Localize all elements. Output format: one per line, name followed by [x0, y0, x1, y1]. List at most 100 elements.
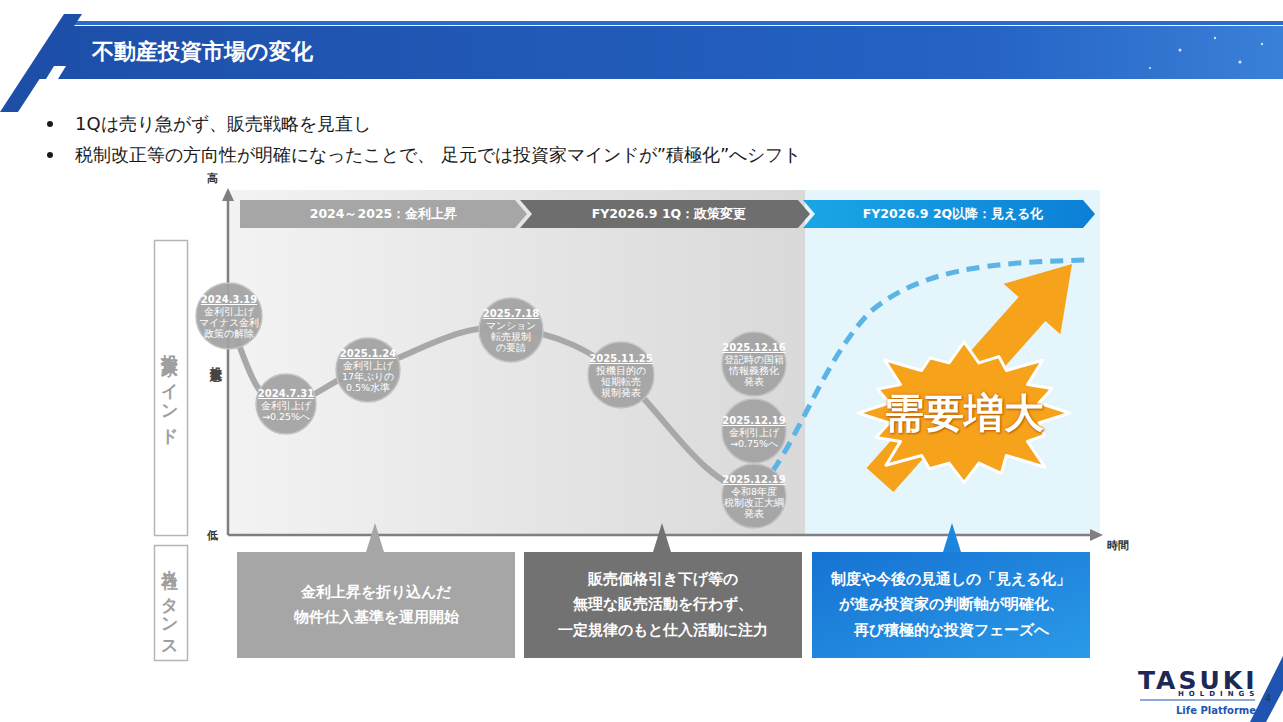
node-content: 投資家マインド	[154, 240, 188, 536]
node-content: 制度や今後の見通しの「見える化」 が進み投資家の判断軸が明確化、 再び積極的な投…	[812, 552, 1090, 658]
circle-shape	[479, 298, 543, 362]
node-content: 2024.3.19金利引上げ マイナス金利 政策の解除	[195, 282, 263, 350]
sparkle	[1214, 37, 1216, 39]
phase-chevron: FY2026.9 2Q以降：見える化	[803, 200, 1095, 228]
axis-label: 投資意欲	[207, 357, 224, 361]
bullet-text: 税制改正等の方向性が明確になったことで、 足元では投資家マインドが”積極化”へシ…	[75, 143, 801, 167]
node-content: 2024～2025：金利上昇	[240, 200, 527, 228]
phase-chevron: FY2026.9 1Q：政策変更	[520, 200, 810, 228]
pointer-triangle	[943, 523, 961, 552]
box-fill	[237, 552, 515, 658]
axis-label: 高	[207, 172, 218, 186]
node-content: 金利上昇を折り込んだ 物件仕入基準を運用開始	[237, 552, 515, 658]
event-circle: 2025.12.19令和8年度 税制改正大綱 発表	[721, 463, 787, 529]
event-text: 登記時の国籍 情報義務化 発表	[723, 354, 785, 387]
tagline: Life Platformer	[1176, 705, 1261, 717]
event-circle: 2025.12.19金利引上げ →0.75%へ	[721, 398, 787, 464]
trend-curve	[229, 315, 754, 494]
node-content: FY2026.9 2Q以降：見える化	[803, 200, 1095, 228]
chevron-shape	[240, 200, 527, 228]
sparkle	[1238, 60, 1241, 63]
event-circle: 2024.7.31金利引上げ →0.25%へ	[255, 373, 317, 435]
node-content: 2024.7.31金利引上げ →0.25%へ	[255, 373, 317, 435]
vbox-text: 投資家マインド	[160, 340, 183, 437]
phase-panel	[228, 190, 805, 535]
event-date: 2025.11.25	[589, 352, 652, 365]
box-fill	[812, 552, 1090, 658]
page-number: 4	[1265, 693, 1271, 705]
sparkle	[1149, 67, 1151, 69]
event-circle: 2025.7.18マンション 転売規制 の要請	[478, 297, 544, 363]
row-header: 当社スタンス	[154, 545, 188, 661]
bullet-text: 1Qは売り急がず、販売戦略を見直し	[75, 112, 371, 136]
event-circle: 2024.3.19金利引上げ マイナス金利 政策の解除	[195, 282, 263, 350]
sparkle	[1261, 43, 1263, 45]
circle-shape	[196, 283, 262, 349]
event-date: 2025.12.16	[722, 341, 785, 354]
event-date: 2025.12.19	[722, 414, 785, 427]
stance-box: 販売価格引き下げ等の 無理な販売活動を行わず、 一定規律のもと仕入活動に注力	[524, 552, 802, 658]
phase-chevron: 2024～2025：金利上昇	[240, 200, 527, 228]
event-date: 2025.1.24	[340, 347, 396, 360]
box-outline	[155, 241, 188, 536]
box-fill	[524, 552, 802, 658]
event-text: 投機目的の 短期転売 規制発表	[590, 365, 652, 398]
node-outline	[237, 552, 515, 658]
bullet-dot	[47, 121, 53, 127]
burst-shape	[858, 342, 1070, 483]
node-content: 2025.7.18マンション 転売規制 の要請	[478, 297, 544, 363]
event-circle: 2025.1.24金利引上げ 17年ぶりの 0.5%水準	[335, 337, 401, 403]
pointer-triangle	[653, 523, 671, 552]
node-content: 2025.11.25投機目的の 短期転売 規制発表	[587, 341, 655, 409]
circle-shape	[336, 338, 400, 402]
circle-shape	[722, 464, 786, 528]
slide-title: 不動産投資市場の変化	[92, 37, 313, 67]
event-circle: 2025.11.25投機目的の 短期転売 規制発表	[587, 341, 655, 409]
header-line	[70, 21, 1283, 25]
circle-shape	[722, 399, 786, 463]
node-content: 2025.12.16登記時の国籍 情報義務化 発表	[721, 331, 787, 397]
node-content: 需要増大	[858, 342, 1070, 484]
sparkle	[1179, 49, 1182, 52]
event-text: 金利引上げ マイナス金利 政策の解除	[198, 306, 260, 339]
stance-box: 制度や今後の見通しの「見える化」 が進み投資家の判断軸が明確化、 再び積極的な投…	[812, 552, 1090, 658]
event-circle: 2025.12.16登記時の国籍 情報義務化 発表	[721, 331, 787, 397]
header-notch	[46, 66, 66, 79]
circle-shape	[588, 342, 654, 408]
phase-panel	[805, 190, 1100, 535]
axis-arrowhead	[222, 188, 234, 201]
event-text: 金利引上げ →0.75%へ	[723, 427, 785, 449]
logo-subtext: HOLDINGS	[1178, 690, 1259, 699]
stance-box: 金利上昇を折り込んだ 物件仕入基準を運用開始	[237, 552, 515, 658]
event-text: 金利引上げ 17年ぶりの 0.5%水準	[337, 360, 399, 393]
y-axis	[227, 198, 230, 535]
event-text: 令和8年度 税制改正大綱 発表	[723, 486, 785, 519]
stance-text: 制度や今後の見通しの「見える化」 が進み投資家の判断軸が明確化、 再び積極的な投…	[826, 567, 1076, 643]
node-content: 販売価格引き下げ等の 無理な販売活動を行わず、 一定規律のもと仕入活動に注力	[524, 552, 802, 658]
event-text: 金利引上げ →0.25%へ	[255, 400, 317, 422]
axis-arrowhead	[1090, 529, 1103, 541]
vbox-text: 当社スタンス	[160, 556, 183, 650]
node-content: 2025.12.19金利引上げ →0.75%へ	[721, 398, 787, 464]
chevron-shape	[520, 200, 810, 228]
event-text: マンション 転売規制 の要請	[480, 320, 542, 353]
node-content: 2025.1.24金利引上げ 17年ぶりの 0.5%水準	[335, 337, 401, 403]
circle-shape	[722, 332, 786, 396]
node-content: FY2026.9 1Q：政策変更	[520, 200, 810, 228]
bullet-dot	[47, 152, 53, 158]
event-date: 2024.3.19	[201, 293, 257, 306]
header-bar	[30, 26, 1283, 79]
header-slash	[0, 14, 82, 112]
event-date: 2025.12.19	[722, 473, 785, 486]
circle-shape	[256, 374, 316, 434]
stance-text: 金利上昇を折り込んだ 物件仕入基準を運用開始	[276, 580, 476, 631]
stance-text: 販売価格引き下げ等の 無理な販売活動を行わず、 一定規律のもと仕入活動に注力	[556, 567, 771, 643]
burst-text: 需要増大	[884, 386, 1044, 441]
demand-burst: 需要増大	[858, 342, 1070, 484]
axis-label: 低	[207, 529, 218, 543]
box-outline	[155, 546, 188, 661]
node-content: 当社スタンス	[154, 545, 188, 661]
event-date: 2024.7.31	[258, 387, 314, 400]
event-date: 2025.7.18	[483, 307, 539, 320]
